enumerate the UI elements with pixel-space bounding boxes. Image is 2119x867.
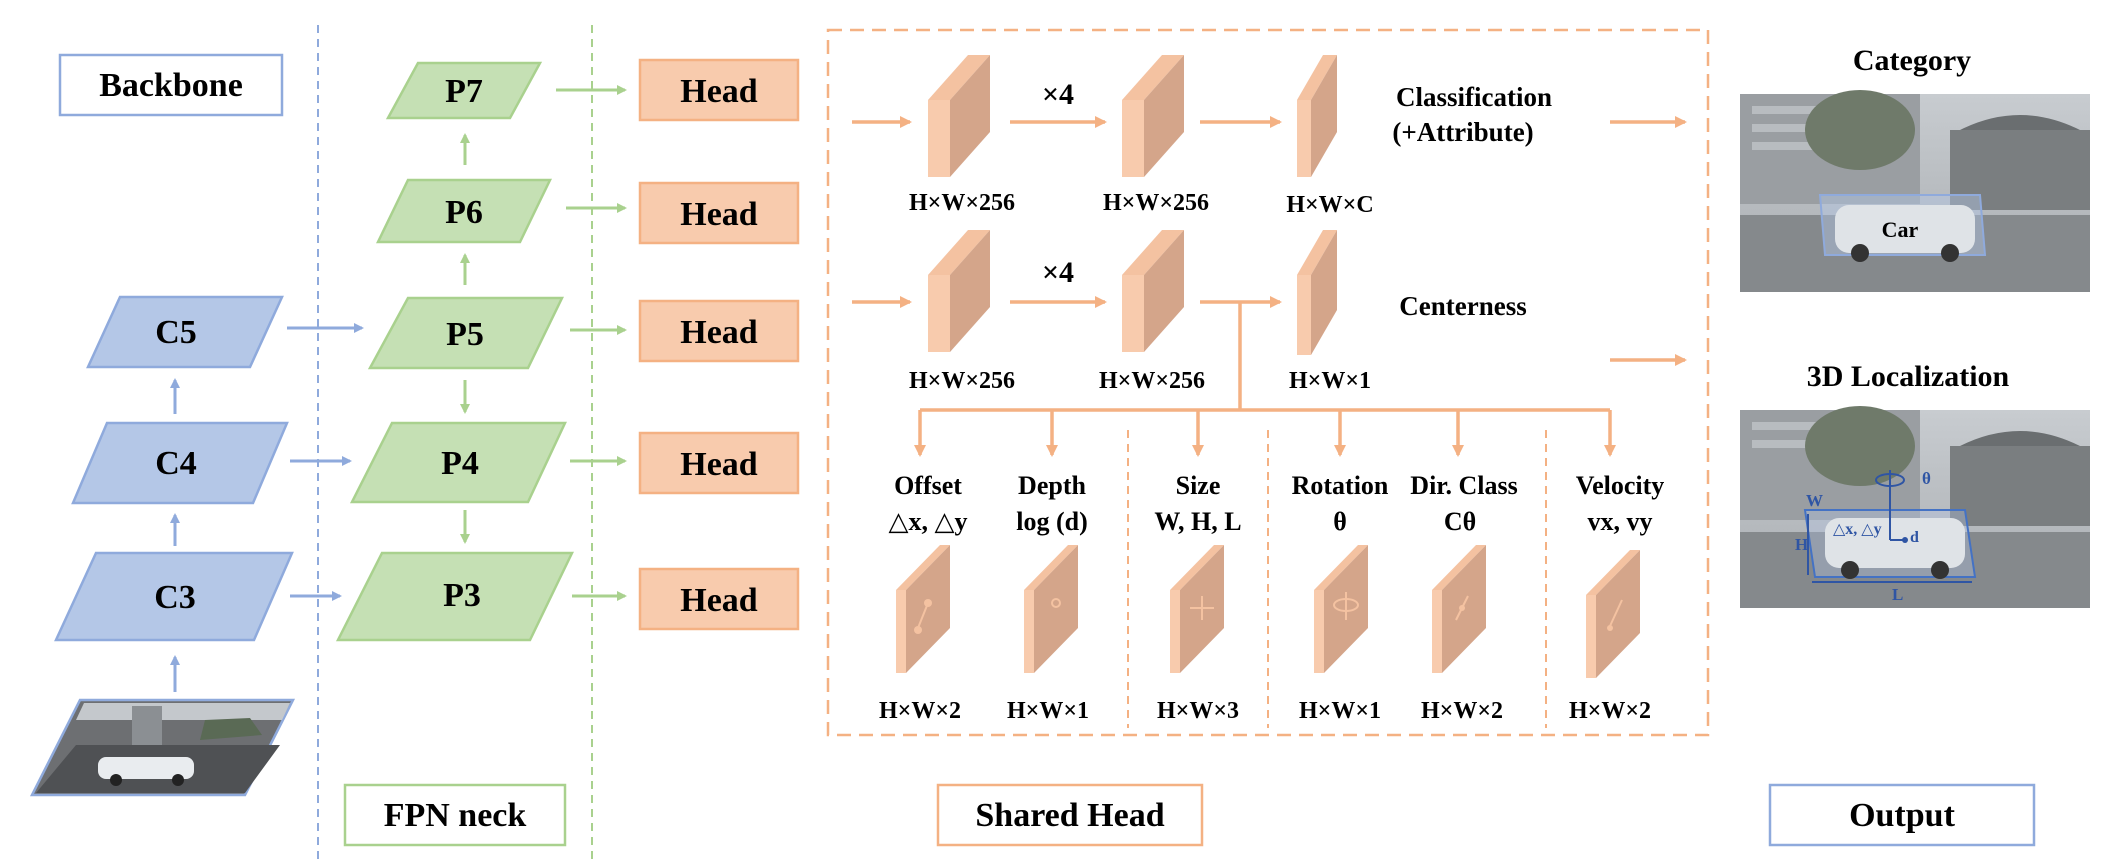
cls-dim-2: H×W×256 — [1103, 190, 1209, 216]
c4-label: C4 — [155, 445, 197, 482]
backbone-c4: C4 — [71, 421, 289, 505]
c5-label: C5 — [155, 314, 197, 351]
head-label: Head — [680, 196, 758, 233]
cls-title-line2: (+Attribute) — [1392, 117, 1533, 147]
branch-rotation-dim: H×W×1 — [1299, 698, 1381, 724]
head-label: Head — [680, 314, 758, 351]
branch-depth-title: Depth — [1018, 471, 1086, 500]
backbone-label: Backbone — [99, 67, 243, 104]
branch-size-dim: H×W×3 — [1157, 698, 1239, 724]
cls-dim-3: H×W×C — [1286, 192, 1373, 218]
p5-label: P5 — [446, 316, 484, 353]
branch-size-title: Size — [1176, 471, 1221, 500]
cls-feature-1 — [928, 55, 990, 177]
head-label: Head — [680, 446, 758, 483]
output-label-box: Output — [1768, 783, 2036, 847]
p7-label: P7 — [445, 73, 483, 110]
backbone-c3: C3 — [54, 551, 294, 642]
backbone-label-box: Backbone — [58, 53, 284, 117]
fpn-label-box: FPN neck — [343, 783, 567, 847]
branch-velocity-map — [1586, 550, 1640, 678]
output-label: Output — [1849, 797, 1955, 834]
loc-w-label: W — [1806, 491, 1823, 510]
ctr-feature-1 — [928, 230, 990, 352]
branch-rotation-map — [1314, 545, 1368, 673]
branch-size-sub: W, H, L — [1154, 507, 1241, 536]
localization-image — [1740, 406, 2090, 608]
branch-velocity-sub: vx, vy — [1588, 507, 1653, 536]
branch-dirclass-map — [1432, 545, 1486, 673]
branch-offset-map — [896, 545, 950, 673]
cls-feature-2 — [1122, 55, 1184, 177]
category-title: Category — [1853, 44, 1971, 77]
fpn-p5: P5 — [367, 296, 564, 370]
cls-title-line1: Classification — [1396, 82, 1552, 112]
fpn-p4: P4 — [349, 421, 567, 504]
input-image — [29, 698, 296, 797]
cls-feature-3 — [1297, 55, 1337, 177]
head-label: Head — [680, 73, 758, 110]
loc-theta-label: θ — [1922, 469, 1931, 488]
branch-dirclass-title: Dir. Class — [1410, 471, 1517, 500]
backbone-c5: C5 — [86, 295, 284, 369]
fpn-p3: P3 — [335, 551, 574, 642]
fpn-label: FPN neck — [384, 797, 527, 834]
branch-rotation-sub: θ — [1333, 507, 1347, 536]
head-box-p3: Head — [638, 567, 800, 631]
head-box-p7: Head — [638, 58, 800, 122]
head-box-p4: Head — [638, 431, 800, 495]
car-label: Car — [1882, 217, 1919, 242]
loc-d-label: d — [1910, 529, 1919, 546]
branch-offset-sub: △x, △y — [889, 507, 968, 536]
loc-h-label: H — [1795, 535, 1808, 554]
ctr-feature-2 — [1122, 230, 1184, 352]
branch-offset-title: Offset — [894, 471, 962, 500]
branch-depth-dim: H×W×1 — [1007, 698, 1089, 724]
ctr-feature-3 — [1297, 230, 1337, 355]
category-image — [1740, 90, 2090, 292]
branch-offset-dim: H×W×2 — [879, 698, 961, 724]
branch-depth-sub: log (d) — [1016, 507, 1088, 536]
branch-dirclass-sub: Cθ — [1444, 507, 1476, 536]
fpn-p7: P7 — [385, 61, 543, 120]
head-box-p5: Head — [638, 299, 800, 363]
shared-head-label-box: Shared Head — [936, 783, 1204, 847]
fpn-p6: P6 — [376, 178, 552, 244]
loc-l-label: L — [1892, 585, 1903, 604]
cls-repeat-label: ×4 — [1042, 78, 1074, 111]
cls-dim-1: H×W×256 — [909, 190, 1015, 216]
branch-velocity-title: Velocity — [1576, 471, 1665, 500]
shared-head-container — [826, 28, 1710, 737]
p6-label: P6 — [445, 194, 483, 231]
localization-title: 3D Localization — [1807, 360, 2010, 393]
head-label: Head — [680, 582, 758, 619]
ctr-dim-3: H×W×1 — [1289, 368, 1371, 394]
branch-depth-map — [1024, 545, 1078, 673]
ctr-dim-1: H×W×256 — [909, 368, 1015, 394]
branch-velocity-dim: H×W×2 — [1569, 698, 1651, 724]
ctr-dim-2: H×W×256 — [1099, 368, 1205, 394]
ctr-repeat-label: ×4 — [1042, 256, 1074, 289]
p4-label: P4 — [441, 445, 479, 482]
shared-head-label: Shared Head — [975, 797, 1164, 834]
branch-size-map — [1170, 545, 1224, 673]
c3-label: C3 — [154, 579, 196, 616]
branch-dirclass-dim: H×W×2 — [1421, 698, 1503, 724]
ctr-title: Centerness — [1399, 291, 1526, 321]
head-box-p6: Head — [638, 181, 800, 245]
p3-label: P3 — [443, 577, 481, 614]
branch-rotation-title: Rotation — [1292, 471, 1389, 500]
loc-offset-label: △x, △y — [1833, 521, 1882, 538]
